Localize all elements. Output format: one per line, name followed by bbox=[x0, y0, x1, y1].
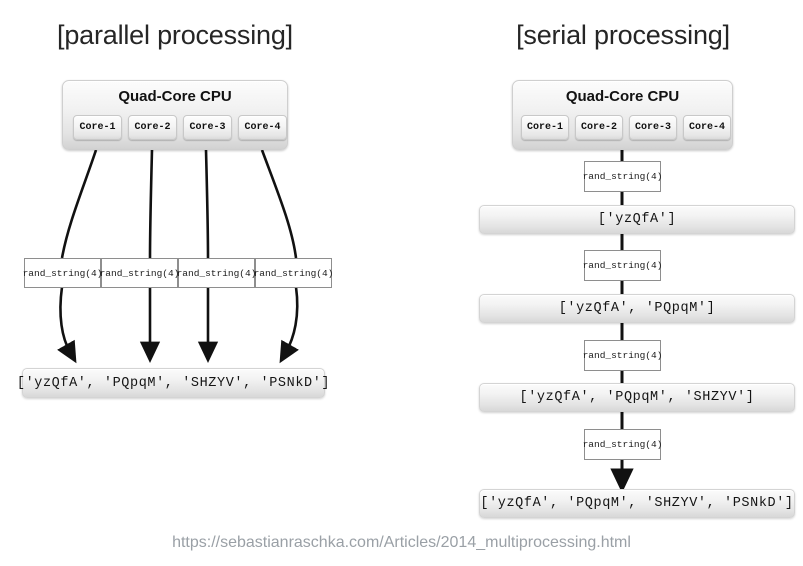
serial-result-2: ['yzQfA', 'PQpqM'] bbox=[479, 294, 795, 323]
parallel-core-4[interactable]: Core-4 bbox=[238, 115, 287, 140]
parallel-result-bar: ['yzQfA', 'PQpqM', 'SHZYV', 'PSNkD'] bbox=[17, 368, 330, 398]
parallel-worker-4[interactable]: rand_string(4) bbox=[254, 258, 333, 288]
serial-cpu-title: Quad-Core CPU bbox=[565, 88, 680, 105]
serial-result-1: ['yzQfA'] bbox=[479, 205, 795, 234]
parallel-core-3[interactable]: Core-3 bbox=[183, 115, 232, 140]
serial-call-1[interactable]: rand_string(4) bbox=[583, 161, 662, 192]
parallel-core-2[interactable]: Core-2 bbox=[128, 115, 177, 140]
serial-result-3: ['yzQfA', 'PQpqM', 'SHZYV'] bbox=[479, 383, 795, 412]
parallel-worker-3[interactable]: rand_string(4) bbox=[177, 258, 256, 288]
serial-result-4: ['yzQfA', 'PQpqM', 'SHZYV', 'PSNkD'] bbox=[479, 489, 795, 518]
parallel-worker-1[interactable]: rand_string(4) bbox=[23, 258, 102, 288]
parallel-worker-2[interactable]: rand_string(4) bbox=[100, 258, 179, 288]
serial-panel-title: [serial processing] bbox=[516, 20, 730, 50]
serial-core-2[interactable]: Core-2 bbox=[575, 115, 623, 140]
parallel-core-to-worker-edges bbox=[60, 149, 298, 259]
parallel-core-1[interactable]: Core-1 bbox=[73, 115, 122, 140]
serial-core-4[interactable]: Core-4 bbox=[683, 115, 731, 140]
serial-call-3[interactable]: rand_string(4) bbox=[583, 340, 662, 371]
parallel-panel-title: [parallel processing] bbox=[57, 20, 293, 50]
serial-core-1[interactable]: Core-1 bbox=[521, 115, 569, 140]
parallel-cpu-title: Quad-Core CPU bbox=[118, 88, 232, 105]
serial-call-2[interactable]: rand_string(4) bbox=[583, 250, 662, 281]
parallel-worker-to-result-edges bbox=[57, 286, 299, 364]
serial-call-4[interactable]: rand_string(4) bbox=[583, 429, 662, 460]
source-url-caption: https://sebastianraschka.com/Articles/20… bbox=[172, 534, 631, 551]
serial-core-3[interactable]: Core-3 bbox=[629, 115, 677, 140]
